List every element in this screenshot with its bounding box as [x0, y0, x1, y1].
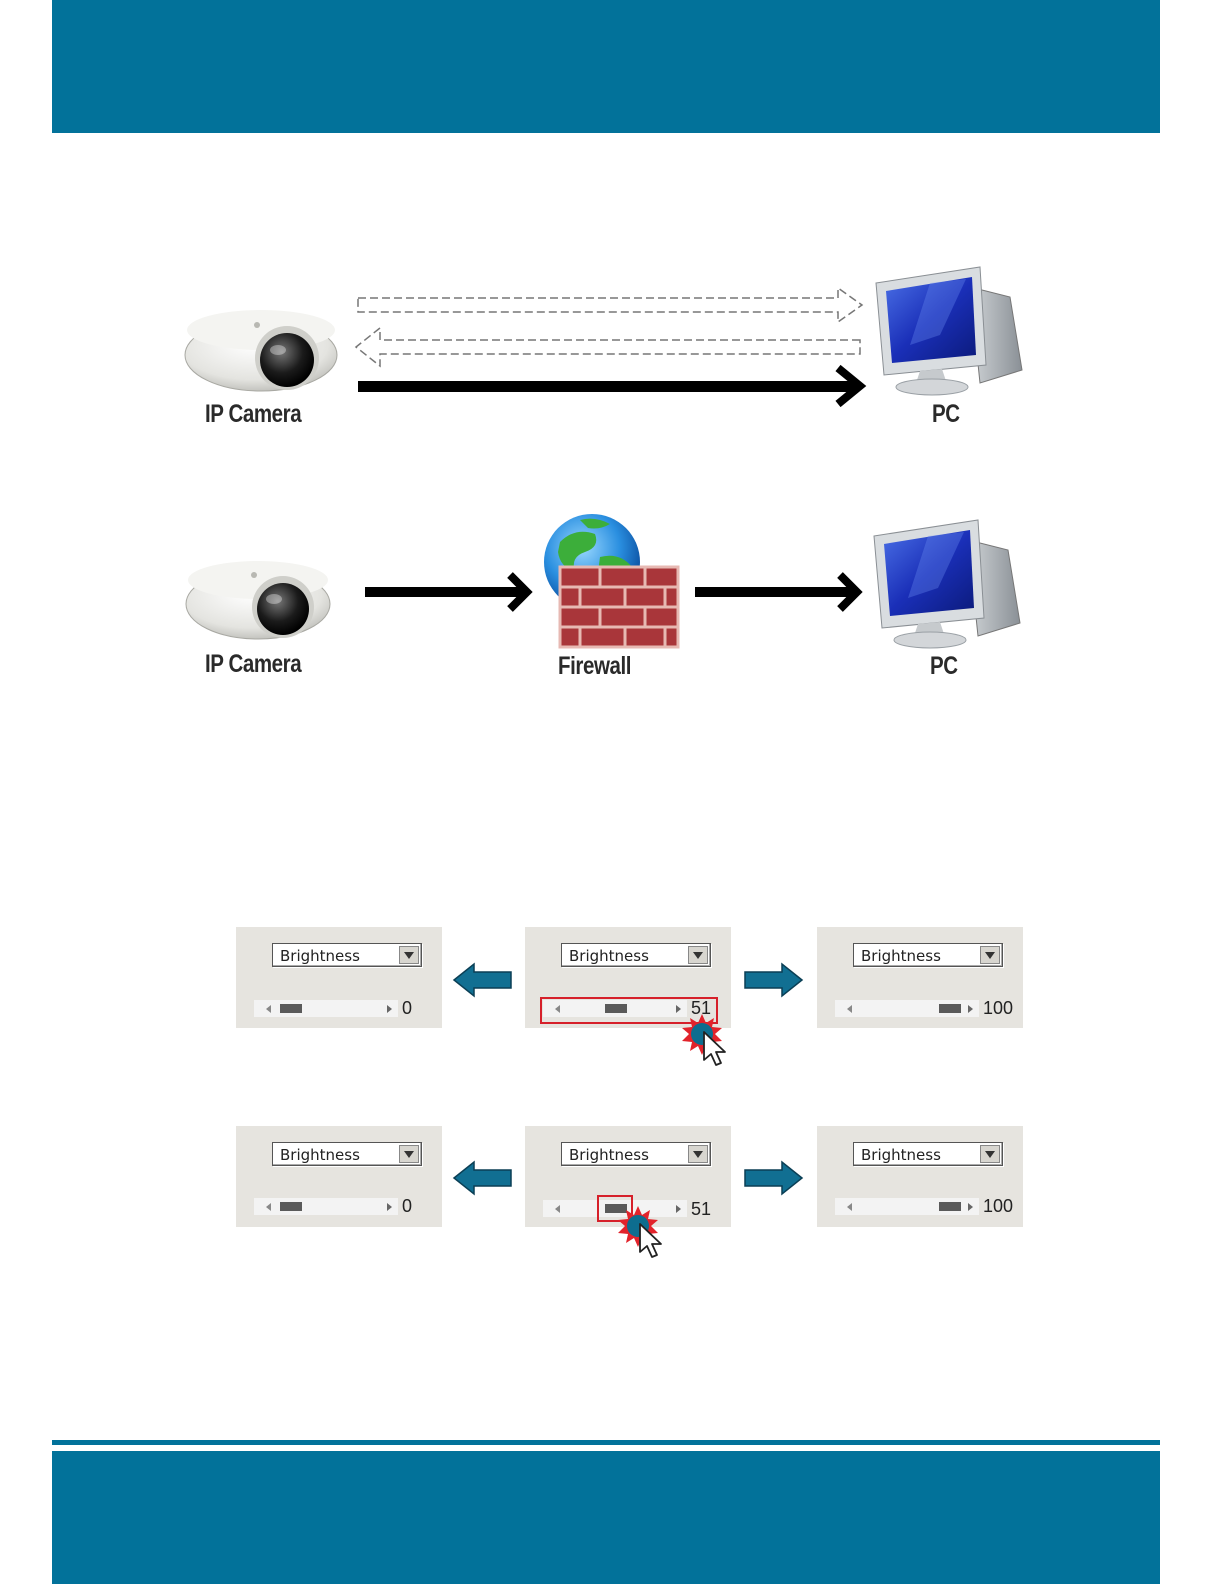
dashed-arrow-left-icon	[356, 328, 860, 366]
arrow-left-icon[interactable]	[555, 1205, 560, 1213]
pc-label: PC	[930, 652, 958, 681]
arrow-left-icon[interactable]	[847, 1005, 852, 1013]
pc-label: PC	[932, 400, 960, 429]
slider-value: 0	[402, 998, 412, 1019]
brightness-slider[interactable]	[835, 1198, 979, 1215]
arrow-right-icon	[690, 570, 865, 616]
arrow-right-icon	[360, 570, 535, 616]
footer-rule	[52, 1440, 1160, 1445]
arrow-right-icon[interactable]	[387, 1203, 392, 1211]
arrow-left-icon	[452, 962, 514, 998]
brightness-panel-current: Brightness 51	[525, 927, 731, 1028]
firewall-label: Firewall	[558, 652, 631, 681]
dropdown-label: Brightness	[861, 947, 941, 965]
pc-monitor-icon	[868, 518, 1028, 653]
arrow-left-icon[interactable]	[266, 1005, 271, 1013]
arrow-left-icon	[452, 1160, 514, 1196]
chevron-down-icon[interactable]	[980, 946, 1000, 964]
pc-monitor-icon	[870, 265, 1030, 400]
brightness-dropdown[interactable]: Brightness	[272, 943, 422, 967]
brightness-slider[interactable]	[254, 1000, 398, 1017]
camera-label: IP Camera	[205, 400, 301, 429]
chevron-down-icon[interactable]	[399, 1145, 419, 1163]
cursor-click-icon	[680, 1014, 742, 1070]
slider-value: 100	[983, 998, 1013, 1019]
slider-value: 51	[691, 1199, 711, 1220]
brightness-panel-min: Brightness 0	[236, 1126, 442, 1227]
camera-label: IP Camera	[205, 650, 301, 679]
chevron-down-icon[interactable]	[980, 1145, 1000, 1163]
arrow-right-icon[interactable]	[968, 1005, 973, 1013]
slider-thumb[interactable]	[939, 1004, 961, 1013]
brightness-panel-min: Brightness 0	[236, 927, 442, 1028]
dome-camera-icon	[183, 300, 343, 395]
brightness-panel-max: Brightness 100	[817, 927, 1023, 1028]
dome-camera-icon	[183, 552, 343, 647]
connection-arrows	[350, 280, 870, 410]
cursor-click-icon	[616, 1206, 678, 1266]
dropdown-label: Brightness	[569, 1146, 649, 1164]
header-band	[52, 0, 1160, 133]
slider-value: 0	[402, 1196, 412, 1217]
footer-band	[52, 1451, 1160, 1584]
brightness-slider[interactable]	[835, 1000, 979, 1017]
chevron-down-icon[interactable]	[688, 1145, 708, 1163]
dashed-arrow-right-icon	[358, 288, 862, 322]
chevron-down-icon[interactable]	[399, 946, 419, 964]
arrow-right-icon[interactable]	[387, 1005, 392, 1013]
brightness-panel-max: Brightness 100	[817, 1126, 1023, 1227]
brightness-slider[interactable]	[254, 1198, 398, 1215]
arrow-right-icon[interactable]	[968, 1203, 973, 1211]
slider-value: 100	[983, 1196, 1013, 1217]
dropdown-label: Brightness	[280, 1146, 360, 1164]
slider-thumb[interactable]	[280, 1004, 302, 1013]
slider-thumb[interactable]	[280, 1202, 302, 1211]
slider-thumb[interactable]	[939, 1202, 961, 1211]
chevron-down-icon[interactable]	[688, 946, 708, 964]
dropdown-label: Brightness	[569, 947, 649, 965]
dropdown-label: Brightness	[280, 947, 360, 965]
firewall-globe-icon	[540, 512, 685, 652]
brightness-dropdown[interactable]: Brightness	[853, 943, 1003, 967]
brightness-dropdown[interactable]: Brightness	[272, 1142, 422, 1166]
brightness-dropdown[interactable]: Brightness	[853, 1142, 1003, 1166]
arrow-left-icon[interactable]	[266, 1203, 271, 1211]
brightness-dropdown[interactable]: Brightness	[561, 943, 711, 967]
arrow-left-icon[interactable]	[847, 1203, 852, 1211]
arrow-right-icon	[742, 1160, 804, 1196]
brightness-dropdown[interactable]: Brightness	[561, 1142, 711, 1166]
arrow-right-icon	[742, 962, 804, 998]
solid-arrow-right-icon	[358, 368, 860, 404]
dropdown-label: Brightness	[861, 1146, 941, 1164]
